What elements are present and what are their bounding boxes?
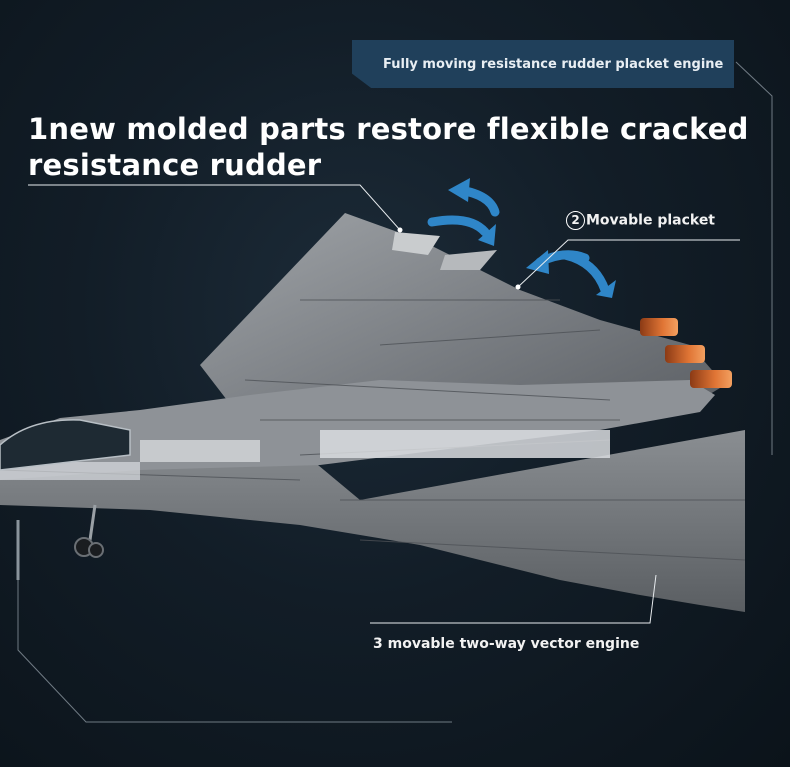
vector-engines	[640, 318, 732, 388]
flap-1	[392, 232, 440, 255]
header-banner	[352, 40, 734, 88]
arrow-heads	[448, 178, 616, 298]
flap-2	[440, 250, 497, 270]
lower-wing	[0, 430, 745, 612]
headline-line-2: resistance rudder	[28, 148, 322, 182]
cockpit	[0, 419, 131, 471]
callout-placket-text: Movable placket	[586, 212, 716, 229]
callout-lines	[28, 184, 740, 624]
landing-gear	[74, 504, 104, 558]
headline: 1new molded parts restore flexible crack…	[28, 111, 749, 183]
callout-number-badge: 2	[566, 211, 585, 230]
banner-text: Fully moving resistance rudder placket e…	[383, 57, 724, 72]
headline-line-1: 1new molded parts restore flexible crack…	[28, 112, 749, 146]
callout-vector-engine: 3 movable two-way vector engine	[373, 636, 640, 652]
frame-lines	[16, 61, 773, 723]
